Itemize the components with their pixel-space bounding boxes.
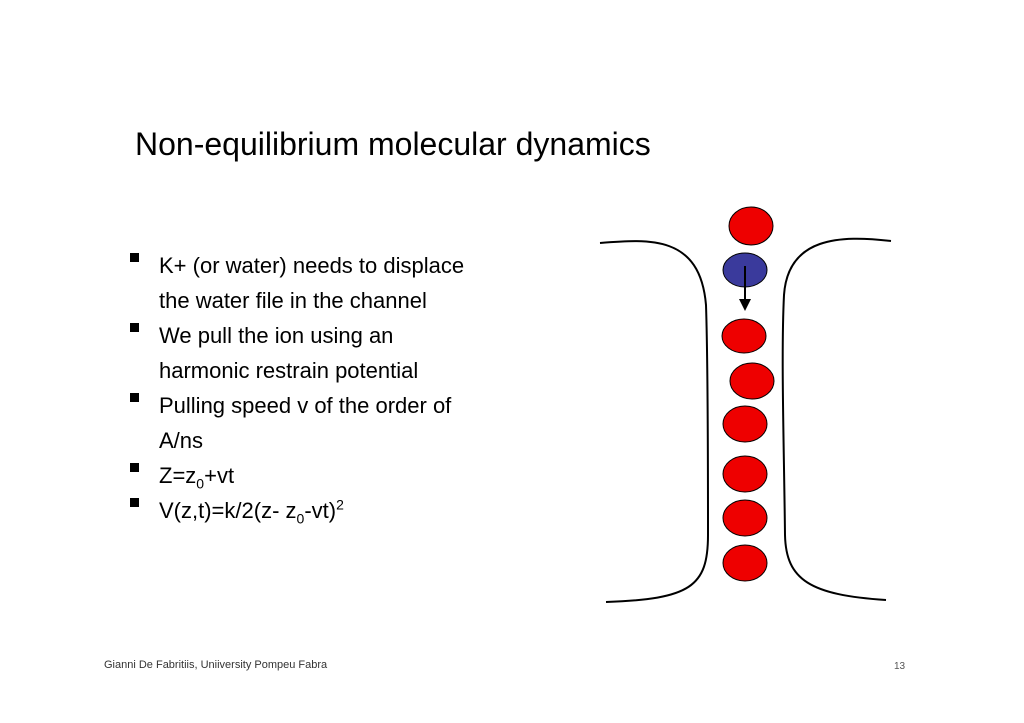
- bullet-item-position-equation: Z=z0+vt: [128, 458, 528, 493]
- page-number: 13: [894, 661, 906, 672]
- water-molecule: [722, 405, 768, 443]
- bullet-item: Pulling speed v of the order of A/ns: [128, 388, 528, 458]
- bullet-line: Pulling speed v of the order of: [159, 393, 452, 418]
- slide-title: Non-equilibrium molecular dynamics: [135, 126, 651, 162]
- equation-text: +vt: [204, 463, 235, 488]
- ion-channel-diagram: [599, 206, 892, 603]
- bullet-square-icon: [130, 463, 139, 472]
- bullet-square-icon: [130, 393, 139, 402]
- bullet-line: the water file in the channel: [159, 288, 427, 313]
- equation-subscript: 0: [296, 510, 305, 527]
- bullet-list: K+ (or water) needs to displace the wate…: [128, 248, 528, 528]
- position-equation: Z=z0+vt: [159, 458, 528, 493]
- bullet-line: K+ (or water) needs to displace: [159, 253, 465, 278]
- water-molecule: [728, 206, 774, 246]
- bullet-line: We pull the ion using an: [159, 323, 394, 348]
- bullet-square-icon: [130, 498, 139, 507]
- water-molecule: [722, 455, 768, 493]
- pull-direction-arrowhead-icon: [739, 299, 751, 311]
- channel-wall-right: [781, 237, 892, 601]
- water-molecule: [729, 362, 775, 400]
- equation-text: Z=z: [159, 463, 197, 488]
- footer-author: Gianni De Fabritiis, Uniiversity Pompeu …: [104, 659, 328, 671]
- equation-text: V(z,t)=k/2(z- z: [159, 498, 297, 523]
- equation-subscript: 0: [196, 475, 205, 492]
- water-molecule: [722, 544, 768, 582]
- channel-wall-left: [599, 240, 710, 603]
- equation-text: -vt): [304, 498, 337, 523]
- potential-equation: V(z,t)=k/2(z- z0-vt)2: [159, 493, 528, 528]
- molecule-column: [721, 206, 775, 582]
- bullet-line: harmonic restrain potential: [159, 358, 419, 383]
- equation-superscript: 2: [336, 496, 344, 513]
- bullet-item-potential-equation: V(z,t)=k/2(z- z0-vt)2: [128, 493, 528, 528]
- bullet-line: A/ns: [159, 428, 204, 453]
- bullet-square-icon: [130, 253, 139, 262]
- water-molecule: [721, 318, 767, 354]
- bullet-item: K+ (or water) needs to displace the wate…: [128, 248, 528, 318]
- water-molecule: [722, 499, 768, 537]
- bullet-square-icon: [130, 323, 139, 332]
- bullet-item: We pull the ion using an harmonic restra…: [128, 318, 528, 388]
